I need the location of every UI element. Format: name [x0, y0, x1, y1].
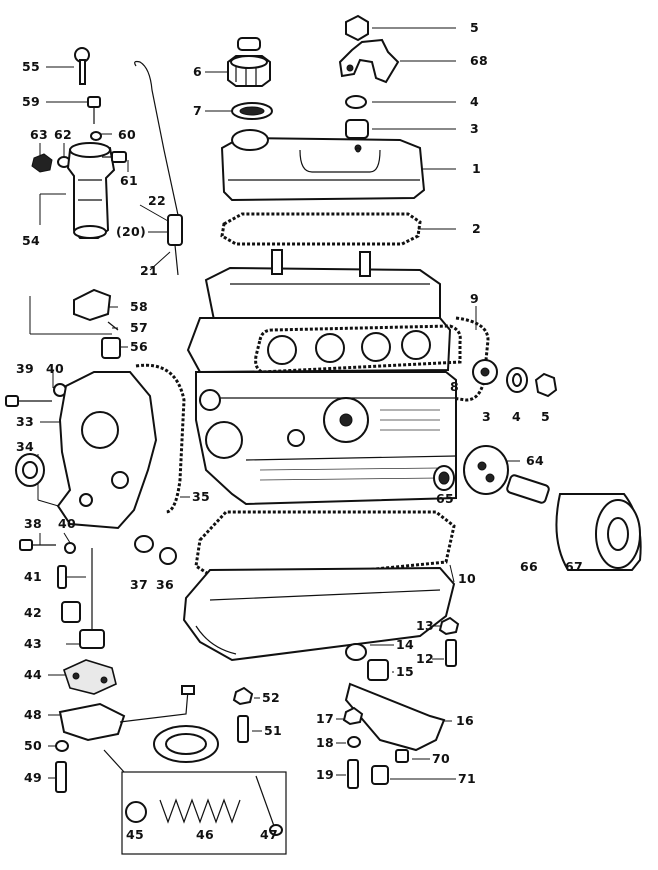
label-17: 17	[316, 711, 334, 726]
label-57: 57	[130, 320, 148, 335]
label-51: 51	[264, 723, 282, 738]
label-37: 37	[130, 577, 148, 592]
label-50: 50	[24, 738, 42, 753]
label-12: 12	[416, 651, 434, 666]
label-63: 63	[30, 127, 48, 142]
timing-cover-assembly	[5, 288, 186, 649]
label-36: 36	[156, 577, 174, 592]
label-55: 55	[22, 59, 40, 74]
label-15: 15	[396, 664, 414, 679]
label-10: 10	[458, 571, 476, 586]
label-35: 35	[192, 489, 210, 504]
label-6: 6	[193, 64, 202, 79]
label-54: 54	[22, 233, 40, 248]
label-39: 39	[16, 361, 34, 376]
label-42: 42	[24, 605, 42, 620]
label-20: (20)	[116, 224, 147, 239]
label-61: 61	[120, 173, 138, 188]
label-40-lower: 40	[58, 516, 76, 531]
label-13: 13	[416, 618, 434, 633]
label-71: 71	[458, 771, 476, 786]
label-40-upper: 40	[46, 361, 64, 376]
label-19: 19	[316, 767, 334, 782]
engine-block	[159, 249, 490, 565]
label-4-right: 4	[512, 409, 521, 424]
label-43: 43	[24, 636, 42, 651]
label-62: 62	[54, 127, 72, 142]
right-side-parts	[433, 359, 642, 571]
label-18: 18	[316, 735, 334, 750]
label-16: 16	[456, 713, 474, 728]
label-46: 46	[196, 827, 214, 842]
label-59: 59	[22, 94, 40, 109]
label-45: 45	[126, 827, 144, 842]
label-68: 68	[470, 53, 488, 68]
label-64: 64	[526, 453, 544, 468]
rocker-cover-assembly	[220, 14, 426, 246]
label-3-right: 3	[482, 409, 491, 424]
label-2: 2	[472, 221, 481, 236]
label-33: 33	[16, 414, 34, 429]
label-49: 49	[24, 770, 42, 785]
label-58: 58	[130, 299, 148, 314]
oil-pan-assembly	[182, 510, 460, 789]
label-8: 8	[450, 379, 459, 394]
label-7: 7	[193, 103, 202, 118]
label-47: 47	[260, 827, 278, 842]
label-38: 38	[24, 516, 42, 531]
label-52: 52	[262, 690, 280, 705]
label-3-top: 3	[470, 121, 479, 136]
label-21: 21	[140, 263, 158, 278]
label-14: 14	[396, 637, 414, 652]
label-44: 44	[24, 667, 42, 682]
label-41: 41	[24, 569, 42, 584]
label-65: 65	[436, 491, 454, 506]
label-66: 66	[520, 559, 538, 574]
label-56: 56	[130, 339, 148, 354]
label-5-top: 5	[470, 20, 479, 35]
label-5-right: 5	[541, 409, 550, 424]
label-9: 9	[470, 291, 479, 306]
label-34: 34	[16, 439, 34, 454]
label-67: 67	[565, 559, 583, 574]
label-22: 22	[148, 193, 166, 208]
oil-strainer-assembly	[55, 659, 287, 855]
label-1: 1	[472, 161, 481, 176]
distributor-drive-assembly	[31, 47, 183, 276]
label-60: 60	[118, 127, 136, 142]
label-70: 70	[432, 751, 450, 766]
label-4-top: 4	[470, 94, 479, 109]
label-48: 48	[24, 707, 42, 722]
